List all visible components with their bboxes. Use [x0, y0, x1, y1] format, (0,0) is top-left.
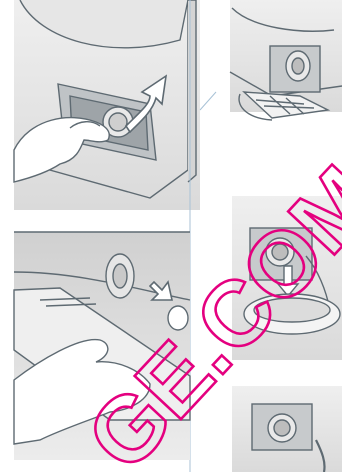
panel-open-filter-door: [14, 0, 200, 210]
divider-line: [200, 92, 216, 110]
panel-removed-filter: [230, 0, 342, 120]
panel-filter-seated: [232, 386, 342, 472]
